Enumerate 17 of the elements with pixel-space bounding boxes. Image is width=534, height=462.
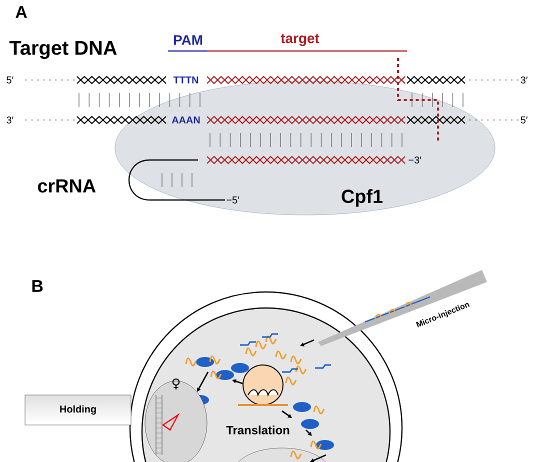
end-label: 5′	[6, 76, 14, 84]
holding-pipette: Holding	[24, 394, 132, 426]
end-label: 3′	[6, 116, 14, 124]
end-label: 5′	[520, 116, 528, 124]
end-label: −3′	[408, 156, 422, 164]
panel-letter: A	[16, 6, 27, 18]
panel-letter: B	[32, 280, 43, 292]
end-label: −5′	[226, 196, 240, 204]
pam-sequence: AAAN	[172, 116, 200, 124]
end-label: 3′	[520, 76, 528, 84]
pam-sequence: TTTN	[173, 76, 198, 84]
target-label: target	[280, 34, 320, 46]
heading-label: Target DNA	[9, 41, 117, 59]
pam-label: PAM	[174, 35, 202, 45]
crrna-label: crRNA	[38, 179, 96, 193]
ribosome-drawing	[238, 364, 288, 406]
ribosome-caption: Translation	[226, 426, 290, 434]
